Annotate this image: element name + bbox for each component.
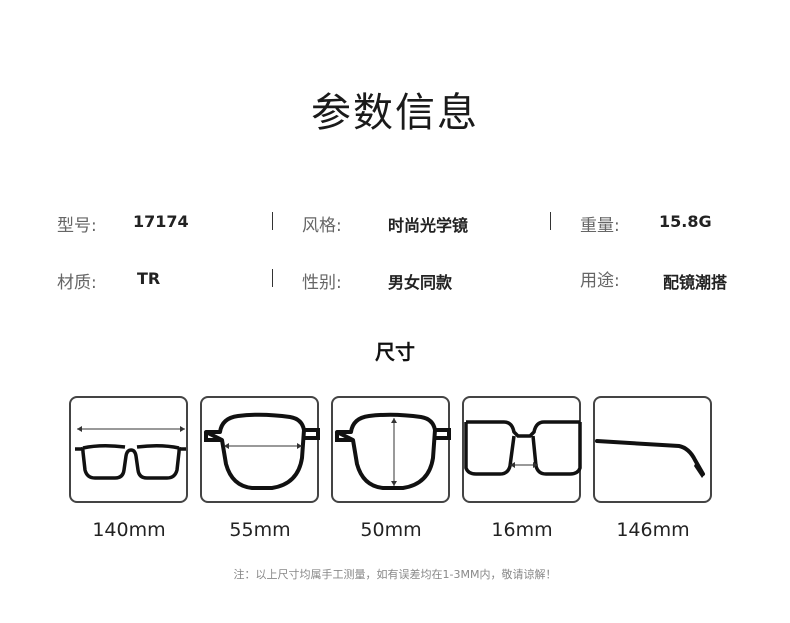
temple-length-diagram [593,396,712,503]
weight-value: 15.8G [659,212,712,231]
lens-width-diagram [200,396,320,503]
temple-length-value: 146mm [616,519,690,541]
lens-height-diagram [331,396,451,503]
usage-value: 配镜潮搭 [663,273,728,292]
measurement-note: 注：以上尺寸均属手工测量，如有误差均在1-3MM内，敬请谅解！ [233,568,557,581]
divider [272,212,273,230]
gender-label: 性别: [302,273,342,293]
size-section-title: 尺寸 [375,340,415,364]
model-label: 型号: [57,216,97,236]
total-width-value: 140mm [92,519,166,541]
style-value: 时尚光学镜 [388,216,469,235]
model-value: 17174 [133,212,189,231]
divider [550,212,551,230]
material-label: 材质: [57,273,97,293]
divider [272,269,273,287]
page-title: 参数信息 [311,90,479,136]
glasses-front-icon [75,426,186,480]
usage-label: 用途: [580,271,620,291]
material-value: TR [137,269,161,288]
lens-width-value: 55mm [229,519,291,541]
style-label: 风格: [302,216,342,236]
weight-label: 重量: [580,216,620,236]
temple-arm-icon [595,439,705,478]
bridge-width-diagram [462,396,582,503]
lens-icon [335,412,451,490]
lens-height-value: 50mm [360,519,422,541]
lens-icon [204,412,320,490]
bridge-width-value: 16mm [491,519,553,541]
total-width-diagram [69,396,188,503]
gender-value: 男女同款 [388,273,453,292]
bridge-icon [464,420,582,476]
